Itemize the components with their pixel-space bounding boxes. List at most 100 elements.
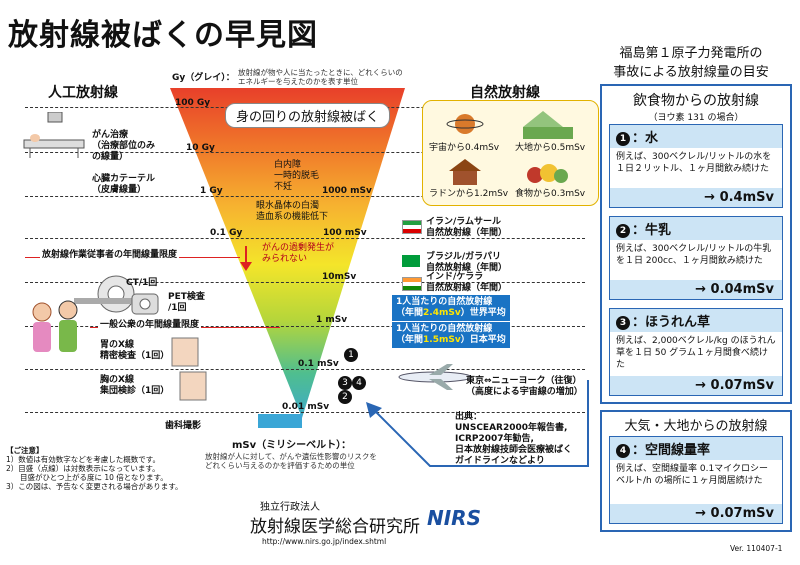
gy-desc-2: エネルギーを与えたのかを表す単位	[238, 77, 358, 86]
japan-average-value: 1.5mSv	[423, 335, 461, 345]
cancer-therapy-l1: がん治療	[92, 130, 129, 140]
chest-xray-label: 胸のX線 集団検診（1回）	[100, 375, 169, 397]
msv-desc-2: どれくらい与えるのかを評価するための単位	[205, 461, 355, 470]
japan-average-l2: （年間1.5mSv）日本平均	[396, 335, 506, 346]
msv-desc-1: 放射線が人に対して、がんや遺伝性影響のリスクを	[205, 452, 377, 461]
scale-100gy: 100 Gy	[175, 98, 211, 108]
card-air-num: 4	[616, 444, 630, 458]
card-water-num: 1	[616, 132, 630, 146]
org-url[interactable]: http://www.nirs.go.jp/index.shtml	[262, 537, 387, 546]
family-icon	[32, 300, 78, 352]
card-spinach-num: 3	[616, 316, 630, 330]
card-spinach: 3：ほうれん草 例えば、2,000ベクレル/kg のほうれん草を１日 50 グラ…	[609, 308, 783, 396]
card-water: 1：水 例えば、300ベクレル/リットルの水を１日２リットル、１ヶ月間飲み続けた…	[609, 124, 783, 208]
scale-10gy: 10 Gy	[186, 143, 215, 153]
marker-1: 1	[344, 348, 358, 362]
japan-average-l2a: （年間	[396, 335, 424, 345]
scale-1msv: 1 mSv	[316, 315, 348, 325]
chest-xray-l1: 胸のX線	[100, 375, 134, 385]
effect-hair-loss: 一時的脱毛	[274, 171, 320, 181]
effect-lens-clouding: 眼水晶体の白濁	[256, 201, 320, 211]
scale-line-01gy	[25, 238, 585, 239]
card-air-dose: 4：空間線量率 例えば、空間線量率 0.1マイクロシーベルト/h の場所に１ヶ月…	[609, 436, 783, 524]
world-average-box: 1人当たりの自然放射線 （年間2.4mSv）世界平均	[392, 295, 510, 321]
landscape-icon	[523, 111, 573, 139]
card-water-title: ：水	[632, 131, 659, 146]
worker-limit-label: 放射線作業従事者の年間線量限度	[40, 250, 180, 261]
region-india-l2: 自然放射線（年間）	[426, 283, 508, 293]
notes-2b: 目盛がひとつ上がる度に 10 倍となります。	[20, 473, 168, 482]
natural-food: 食物から0.3mSv	[515, 189, 586, 199]
flight-label: 東京⇔ニューヨーク（往復） （高度による宇宙線の増加）	[466, 376, 583, 398]
notes-1: 1）数値は有効数字などを考慮した概数です。	[6, 455, 161, 464]
card-spinach-body: 例えば、2,000ベクレル/kg のほうれん草を１日 50 グラム１ヶ月間食べ続…	[616, 336, 776, 370]
card-spinach-result: → 0.07mSv	[610, 376, 782, 395]
air-panel-title: 大気・大地からの放射線	[624, 419, 768, 434]
world-average-l2a: （年間	[396, 308, 424, 318]
catheter-l1: 心臓カテーテル	[92, 174, 156, 184]
world-average-value: 2.4mSv	[423, 308, 461, 318]
airplane-icon	[398, 364, 472, 390]
food-panel: 飲食物からの放射線 （ヨウ素 131 の場合） 1：水 例えば、300ベクレル/…	[600, 84, 792, 404]
card-air-body: 例えば、空間線量率 0.1マイクロシーベルト/h の場所に１ヶ月間居続けた	[616, 464, 768, 486]
natural-space: 宇宙から0.4mSv	[429, 143, 500, 153]
card-air-title: ：空間線量率	[632, 443, 711, 458]
header-right-line1: 福島第１原子力発電所の	[619, 46, 763, 61]
flight-l2: （高度による宇宙線の増加）	[466, 387, 583, 397]
ct-label: CT/1回	[126, 278, 158, 288]
dental-label: 歯科撮影	[165, 421, 202, 431]
marker-4: 4	[352, 376, 366, 390]
effects-list: 白内障 一時的脱毛 不妊 眼水晶体の白濁 造血系の機能低下	[256, 160, 328, 223]
version-label: Ver. 110407-1	[730, 544, 783, 553]
region-brazil: ブラジル/ガラパリ 自然放射線（年間）	[426, 252, 507, 274]
region-iran-l1: イラン/ラムサール	[426, 217, 502, 227]
cancer-note: がんの過剰発生が みられない	[262, 243, 334, 265]
pet-scanner-icon	[131, 293, 159, 315]
notes-3: 3）この図は、予告なく変更される場合があります。	[6, 482, 183, 491]
stomach-xray-l2: 精密検査（1回）	[100, 351, 170, 361]
scale-line-10msv	[25, 282, 585, 283]
source-l3: ICRP2007年勧告,	[455, 434, 534, 444]
planet-icon	[446, 114, 484, 134]
cancer-therapy-label: がん治療 （治療部位のみ の線量）	[92, 130, 155, 163]
cancer-note-l1: がんの過剰発生が	[262, 243, 335, 253]
scale-01gy: 0.1 Gy	[210, 228, 243, 238]
card-milk-head: 2：牛乳	[610, 217, 782, 240]
natural-sources-box: 宇宙から0.4mSv 大地から0.5mSv ラドンから1.2mSv 食物から0.…	[422, 100, 599, 206]
down-arrow-icon	[240, 246, 252, 271]
marker-3: 3	[338, 376, 352, 390]
effect-sterility: 不妊	[274, 182, 293, 192]
nirs-logo: NIRS	[427, 506, 481, 530]
catheter-l2: （皮膚線量）	[92, 185, 147, 195]
card-milk-result: → 0.04mSv	[610, 280, 782, 299]
natural-earth: 大地から0.5mSv	[515, 143, 586, 153]
chest-xray-icon	[179, 371, 207, 401]
cancer-note-l2: みられない	[262, 254, 308, 264]
cancer-therapy-l2: （治療部位のみ	[92, 141, 156, 151]
india-flag-icon	[402, 277, 422, 291]
natural-radon: ラドンから1.2mSv	[429, 189, 509, 199]
scale-line-10gy	[25, 152, 585, 153]
natural-heading: 自然放射線	[470, 85, 540, 101]
food-panel-title: 飲食物からの放射線	[633, 93, 759, 109]
pet-l2: /1回	[168, 303, 187, 313]
gy-desc-1: 放射線が物や人に当たったときに、どれくらいの	[238, 68, 403, 77]
gy-unit-desc: 放射線が物や人に当たったときに、どれくらいの エネルギーを与えたのかを表す単位	[238, 68, 403, 86]
world-average-l2c: ）世界平均	[460, 308, 506, 318]
card-spinach-title: ：ほうれん草	[632, 315, 711, 330]
public-limit-label: 一般公衆の年間線量限度	[98, 320, 202, 331]
stomach-xray-icon	[171, 337, 199, 367]
flight-l1: 東京⇔ニューヨーク（往復）	[466, 376, 582, 386]
notes-2: 2）目盛（点線）は対数表示になっています。	[6, 464, 160, 473]
card-air-result: → 0.07mSv	[610, 504, 782, 523]
iran-flag-icon	[402, 220, 422, 234]
region-brazil-l1: ブラジル/ガラパリ	[426, 252, 502, 262]
card-milk-title: ：牛乳	[632, 223, 672, 238]
stomach-xray-label: 胃のX線 精密検査（1回）	[100, 340, 169, 362]
region-brazil-l2: 自然放射線（年間）	[426, 263, 508, 273]
region-iran-l2: 自然放射線（年間）	[426, 228, 508, 238]
scale-line-1msv	[25, 326, 585, 327]
chest-xray-l2: 集団検診（1回）	[100, 386, 170, 396]
pet-label: PET検査 /1回	[168, 292, 205, 314]
